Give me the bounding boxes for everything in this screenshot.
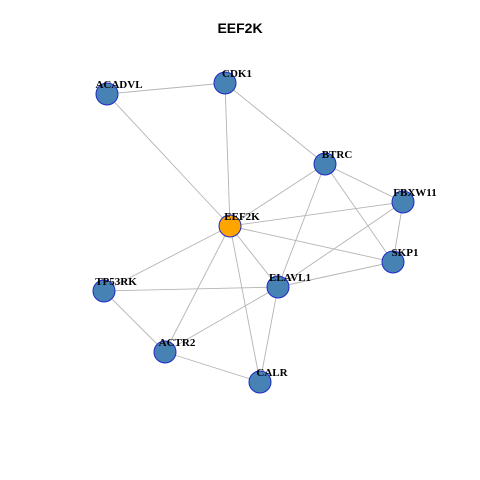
node-label-elavl1: ELAVL1 xyxy=(269,272,311,284)
edge-btrc-skp1 xyxy=(324,163,394,263)
edge-eef2k-calr xyxy=(229,225,261,383)
edge-cdk1-eef2k xyxy=(224,82,231,227)
edge-eef2k-tp53rk xyxy=(103,225,231,292)
edge-btrc-fbxw11 xyxy=(324,163,404,203)
node-acadvl xyxy=(95,82,119,106)
edge-tp53rk-elavl1 xyxy=(103,286,279,292)
node-label-btrc: BTRC xyxy=(322,149,353,161)
node-tp53rk xyxy=(92,279,116,303)
edge-acadvl-cdk1 xyxy=(106,82,226,95)
node-eef2k xyxy=(218,214,242,238)
node-elavl1 xyxy=(266,275,290,299)
edge-fbxw11-eef2k xyxy=(229,201,404,227)
node-calr xyxy=(248,370,272,394)
node-label-actr2: ACTR2 xyxy=(159,337,196,349)
graph-title: EEF2K xyxy=(217,20,263,36)
edge-elavl1-calr xyxy=(259,286,279,383)
edge-tp53rk-actr2 xyxy=(103,290,166,353)
node-cdk1 xyxy=(213,71,237,95)
node-btrc xyxy=(313,152,337,176)
node-fbxw11 xyxy=(391,190,415,214)
node-label-eef2k: EEF2K xyxy=(224,211,260,223)
edge-eef2k-skp1 xyxy=(229,225,394,263)
node-label-tp53rk: TP53RK xyxy=(95,276,137,288)
edge-cdk1-btrc xyxy=(224,82,326,165)
edge-btrc-eef2k xyxy=(229,163,326,227)
edges-layer xyxy=(103,82,404,383)
nodes-layer xyxy=(92,71,415,394)
edge-fbxw11-elavl1 xyxy=(277,201,404,288)
node-actr2 xyxy=(153,340,177,364)
node-label-skp1: SKP1 xyxy=(392,247,419,259)
edge-eef2k-elavl1 xyxy=(229,225,279,288)
node-label-calr: CALR xyxy=(256,367,288,379)
edge-elavl1-actr2 xyxy=(164,286,279,353)
edge-btrc-elavl1 xyxy=(277,163,326,288)
node-label-cdk1: CDK1 xyxy=(222,68,252,80)
node-skp1 xyxy=(381,250,405,274)
node-label-acadvl: ACADVL xyxy=(95,79,142,91)
edge-acadvl-eef2k xyxy=(106,93,231,227)
edge-actr2-calr xyxy=(164,351,261,383)
edge-skp1-elavl1 xyxy=(277,261,394,288)
node-label-fbxw11: FBXW11 xyxy=(393,187,436,199)
